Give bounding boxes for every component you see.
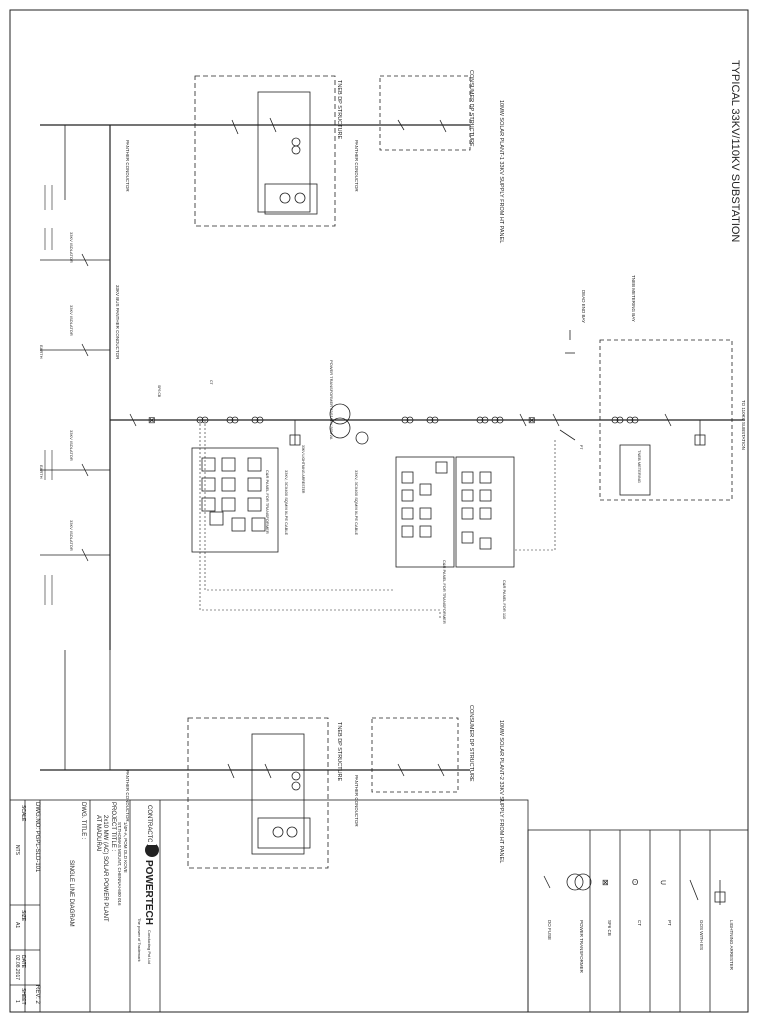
company-tagline: The power of Trademark: [137, 918, 142, 962]
tneb-metering-label: TNEB METERING: [637, 450, 642, 483]
tneb-dp-box-top: [194, 75, 336, 227]
project-title-line-1: 2x10 MW (AC) SOLAR POWER PLANT: [102, 815, 108, 922]
svg-text:⊂: ⊂: [660, 878, 667, 887]
company-tag: Conducting Pvt Ltd: [147, 930, 152, 964]
size-label: SIZE: [20, 910, 26, 922]
legend-pt: PT: [667, 920, 672, 926]
tneb-dp-label-bottom: TNEB DP STRUCTURE: [336, 722, 342, 782]
date-label: DATE: [20, 955, 26, 969]
isolator-bay-3: 33KV ISOLATOR: [40, 430, 110, 477]
to-substation-label: TO 110KV SUBSTATION: [741, 400, 746, 450]
sheet-label: SHEET: [20, 988, 26, 1005]
tneb-metering-bay: [599, 339, 733, 501]
top-panther-conductor: PANTHER CONDUCTOR: [125, 140, 130, 192]
svg-text:33KV ISOLATOR: 33KV ISOLATOR: [69, 520, 74, 551]
main-diagram: TYPICAL 33KV/110KV SUBSTATION 10MW SOLAR…: [39, 60, 746, 869]
legend-gos: GOS WITH ES: [699, 920, 704, 950]
legend-transformer: POWER TRANSFORMER: [579, 920, 584, 974]
relay-panel-1-label: C&R PANEL FOR TRANSFORMER: [265, 470, 270, 534]
power-transformer-label: POWER TRANSFORMER 33/110KV 50MVA: [329, 360, 334, 440]
consumer-dp-box-top: [379, 75, 471, 151]
svg-text:⊠: ⊠: [528, 415, 536, 425]
top-feeder-label: 10MW SOLAR PLANT-1 33KV SUPPLY FROM HT P…: [498, 100, 504, 243]
svg-text:33KV ISOLATOR: 33KV ISOLATOR: [69, 305, 74, 336]
tneb-dp-box-bottom: [187, 717, 329, 869]
relay-panel-3: C&R PANEL FOR 110: [455, 456, 515, 620]
legend-ct: CT: [637, 920, 642, 926]
ht-cable-label-2: 33KV, 3CX400 SQMM XLPE CABLE: [354, 470, 359, 536]
legend-sf6: SF6 CB: [607, 920, 612, 936]
address-line-2: ST.THOMAS MOUNT, CHENNAI-600 016: [117, 822, 122, 906]
consumer-dp-box-bottom: [371, 717, 459, 793]
bottom-feeder-label: 10MW SOLAR PLANT-2 33KV SUPPLY FROM HT P…: [498, 720, 504, 863]
legend-do-fuse: DO FUSE: [547, 920, 552, 940]
legend-lightning-arrester: LIGHTNING ARRESTER: [729, 920, 734, 971]
scale-label: SCALE: [20, 805, 26, 822]
la-label: 33KV LIGHTNING ARRESTER: [301, 445, 305, 494]
title-block: CONTRACTOR : POWERTECH Conducting Pvt Lt…: [9, 799, 529, 1013]
dead-end-bay-label: DEAD END BAY: [581, 290, 586, 323]
relay-panel-2-label: C&R PANEL FOR TRANSFORMER: [442, 560, 447, 624]
earth-label-1: EARTH: [39, 345, 44, 359]
drawing-number: DWG.NO: PGPL-SLD-101: [34, 802, 40, 873]
tneb-dp-label-top: TNEB DP STRUCTURE: [336, 80, 342, 140]
isolator-bay-1: 33KV ISOLATOR: [40, 232, 110, 267]
svg-text:33KV ISOLATOR: 33KV ISOLATOR: [69, 232, 74, 263]
contractor-label: CONTRACTOR :: [146, 805, 152, 851]
powertech-logo: [145, 842, 159, 857]
ct-label: CT: [209, 380, 213, 386]
company-name: POWERTECH: [143, 860, 154, 925]
tneb-metering-box: [619, 444, 651, 496]
revision: REV: 2: [34, 985, 40, 1004]
svg-text:⊠: ⊠: [602, 878, 609, 887]
date-value: 02.08.2017: [14, 955, 20, 980]
diagram-heading: TYPICAL 33KV/110KV SUBSTATION: [729, 60, 741, 242]
svg-text:ʘ: ʘ: [632, 878, 638, 887]
consumer-dp-label-top: CONSUMER DP STRUCTURE: [468, 70, 474, 147]
address-line-1: 1/4P-A, POM OLD KOVE: [123, 822, 128, 873]
earth-marks: [44, 185, 53, 605]
project-title-label: PROJECT TITLE :: [110, 802, 116, 851]
isolator-bay-4: 33KV ISOLATOR: [40, 520, 110, 562]
bottom-panther-conductor: PANTHER CONDUCTOR: [125, 770, 130, 822]
svg-text:⊠: ⊠: [148, 415, 156, 425]
top-panther-conductor-2: PANTHER CONDUCTOR: [354, 140, 359, 192]
drawing-title-label: DWG. TITLE :: [80, 802, 86, 840]
isolator-bay-2: 33KV ISOLATOR: [40, 305, 110, 357]
scale-value: NTS: [14, 845, 20, 856]
relay-panel-2: C&R PANEL FOR TRANSFORMER: [395, 456, 455, 624]
ht-cable-label-1: 33KV, 3CX400 SQMM XLPE CABLE: [284, 470, 289, 536]
tneb-metering-bay-label: TNEB METERING BAY: [631, 275, 636, 322]
sheet-value: 1: [14, 1000, 20, 1003]
size-value: A1: [14, 922, 20, 928]
power-transformer-symbol: [329, 403, 369, 445]
project-title-line-2: AT MADURAI: [95, 815, 101, 852]
sf6-label: SF6 CB: [157, 385, 161, 398]
consumer-dp-label-bottom: CONSUMER DP STRUCTURE: [468, 705, 474, 782]
relay-panel-3-label: C&R PANEL FOR 110: [502, 580, 507, 620]
bus-conductor-label: 33KV BUS PANTHER CONDUCTOR: [115, 285, 120, 360]
pt-label: PT: [579, 445, 583, 450]
relay-panel-1: C&R PANEL FOR TRANSFORMER: [191, 447, 279, 553]
ct-group: [196, 416, 639, 424]
bottom-panther-conductor-2: PANTHER CONDUCTOR: [354, 775, 359, 827]
svg-text:33KV ISOLATOR: 33KV ISOLATOR: [69, 430, 74, 461]
drawing-title: SINGLE LINE DIAGRAM: [68, 860, 74, 927]
earth-label-2: EARTH: [39, 465, 44, 479]
